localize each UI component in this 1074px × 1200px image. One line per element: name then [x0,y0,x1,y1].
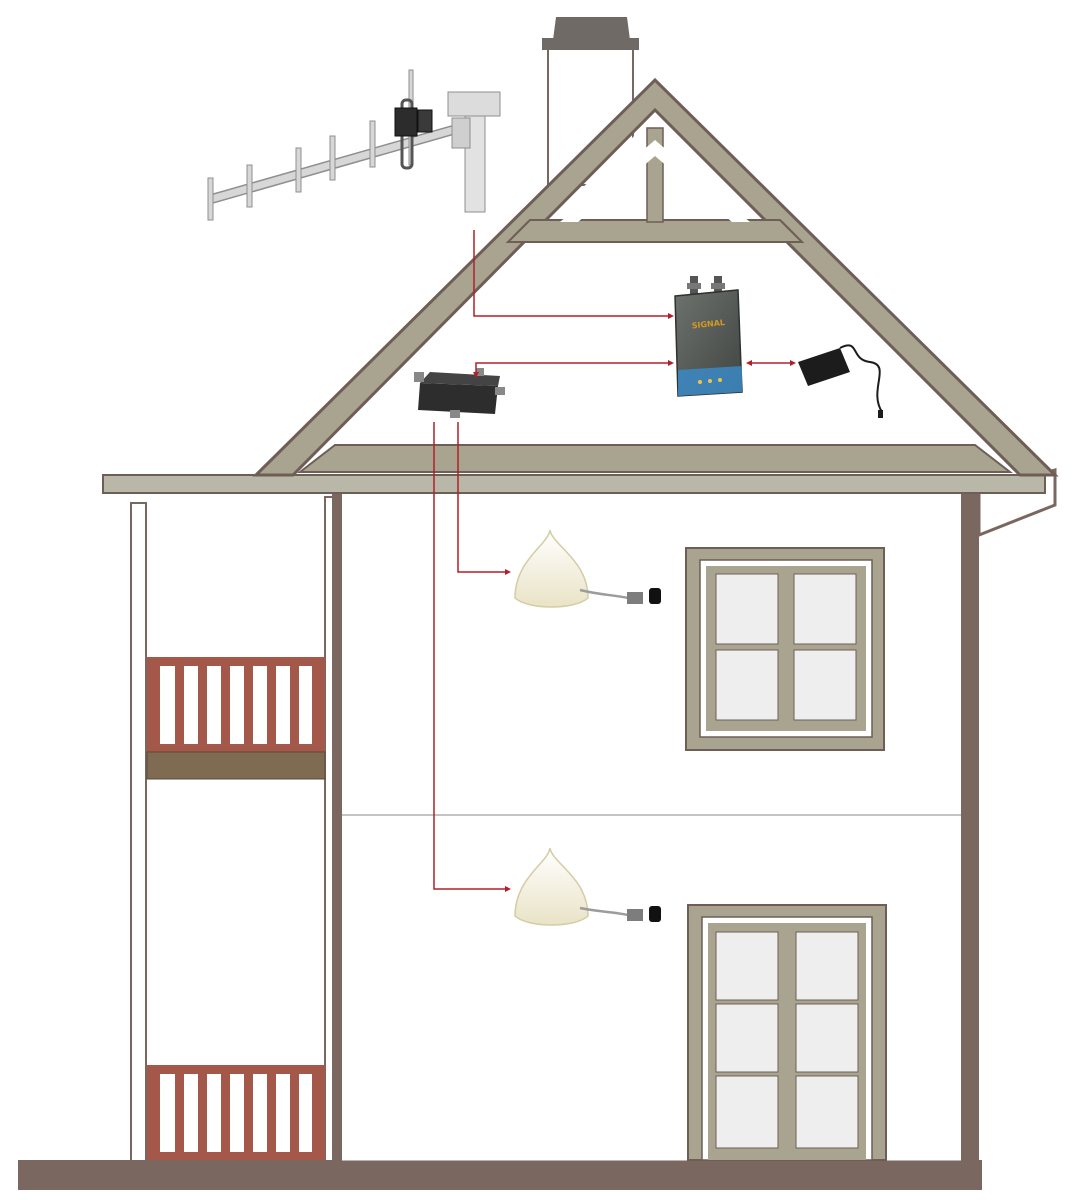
cable-repeater-to-splitter [475,362,668,372]
balcony-post [130,502,147,1162]
cable-antenna-to-repeater [473,230,668,317]
cable-splitter-to-upper-antenna [457,422,505,573]
ground [18,1160,982,1190]
roof [252,77,1059,477]
power-adapter-icon [798,344,883,418]
repeater-brand-label: SIGNAL [691,318,725,330]
lower-railing [147,1065,325,1160]
upper-railing [147,657,325,752]
wall-left-pillar [332,492,342,1162]
cable-splitter-to-lower-antenna [433,422,505,890]
outdoor-yagi-antenna-icon [207,69,501,221]
eave-board [102,474,1046,494]
balcony-structure [130,496,344,1162]
upper-dome-antenna-icon [514,529,661,608]
lower-window [687,904,887,1161]
coax-cables [433,230,790,890]
balcony-floor [146,751,326,780]
wall-right-pillar [961,492,979,1162]
repeater-icon: SIGNAL [674,276,743,397]
upper-window [685,547,885,751]
lower-dome-antenna-icon [514,847,661,926]
splitter-icon [414,368,505,418]
